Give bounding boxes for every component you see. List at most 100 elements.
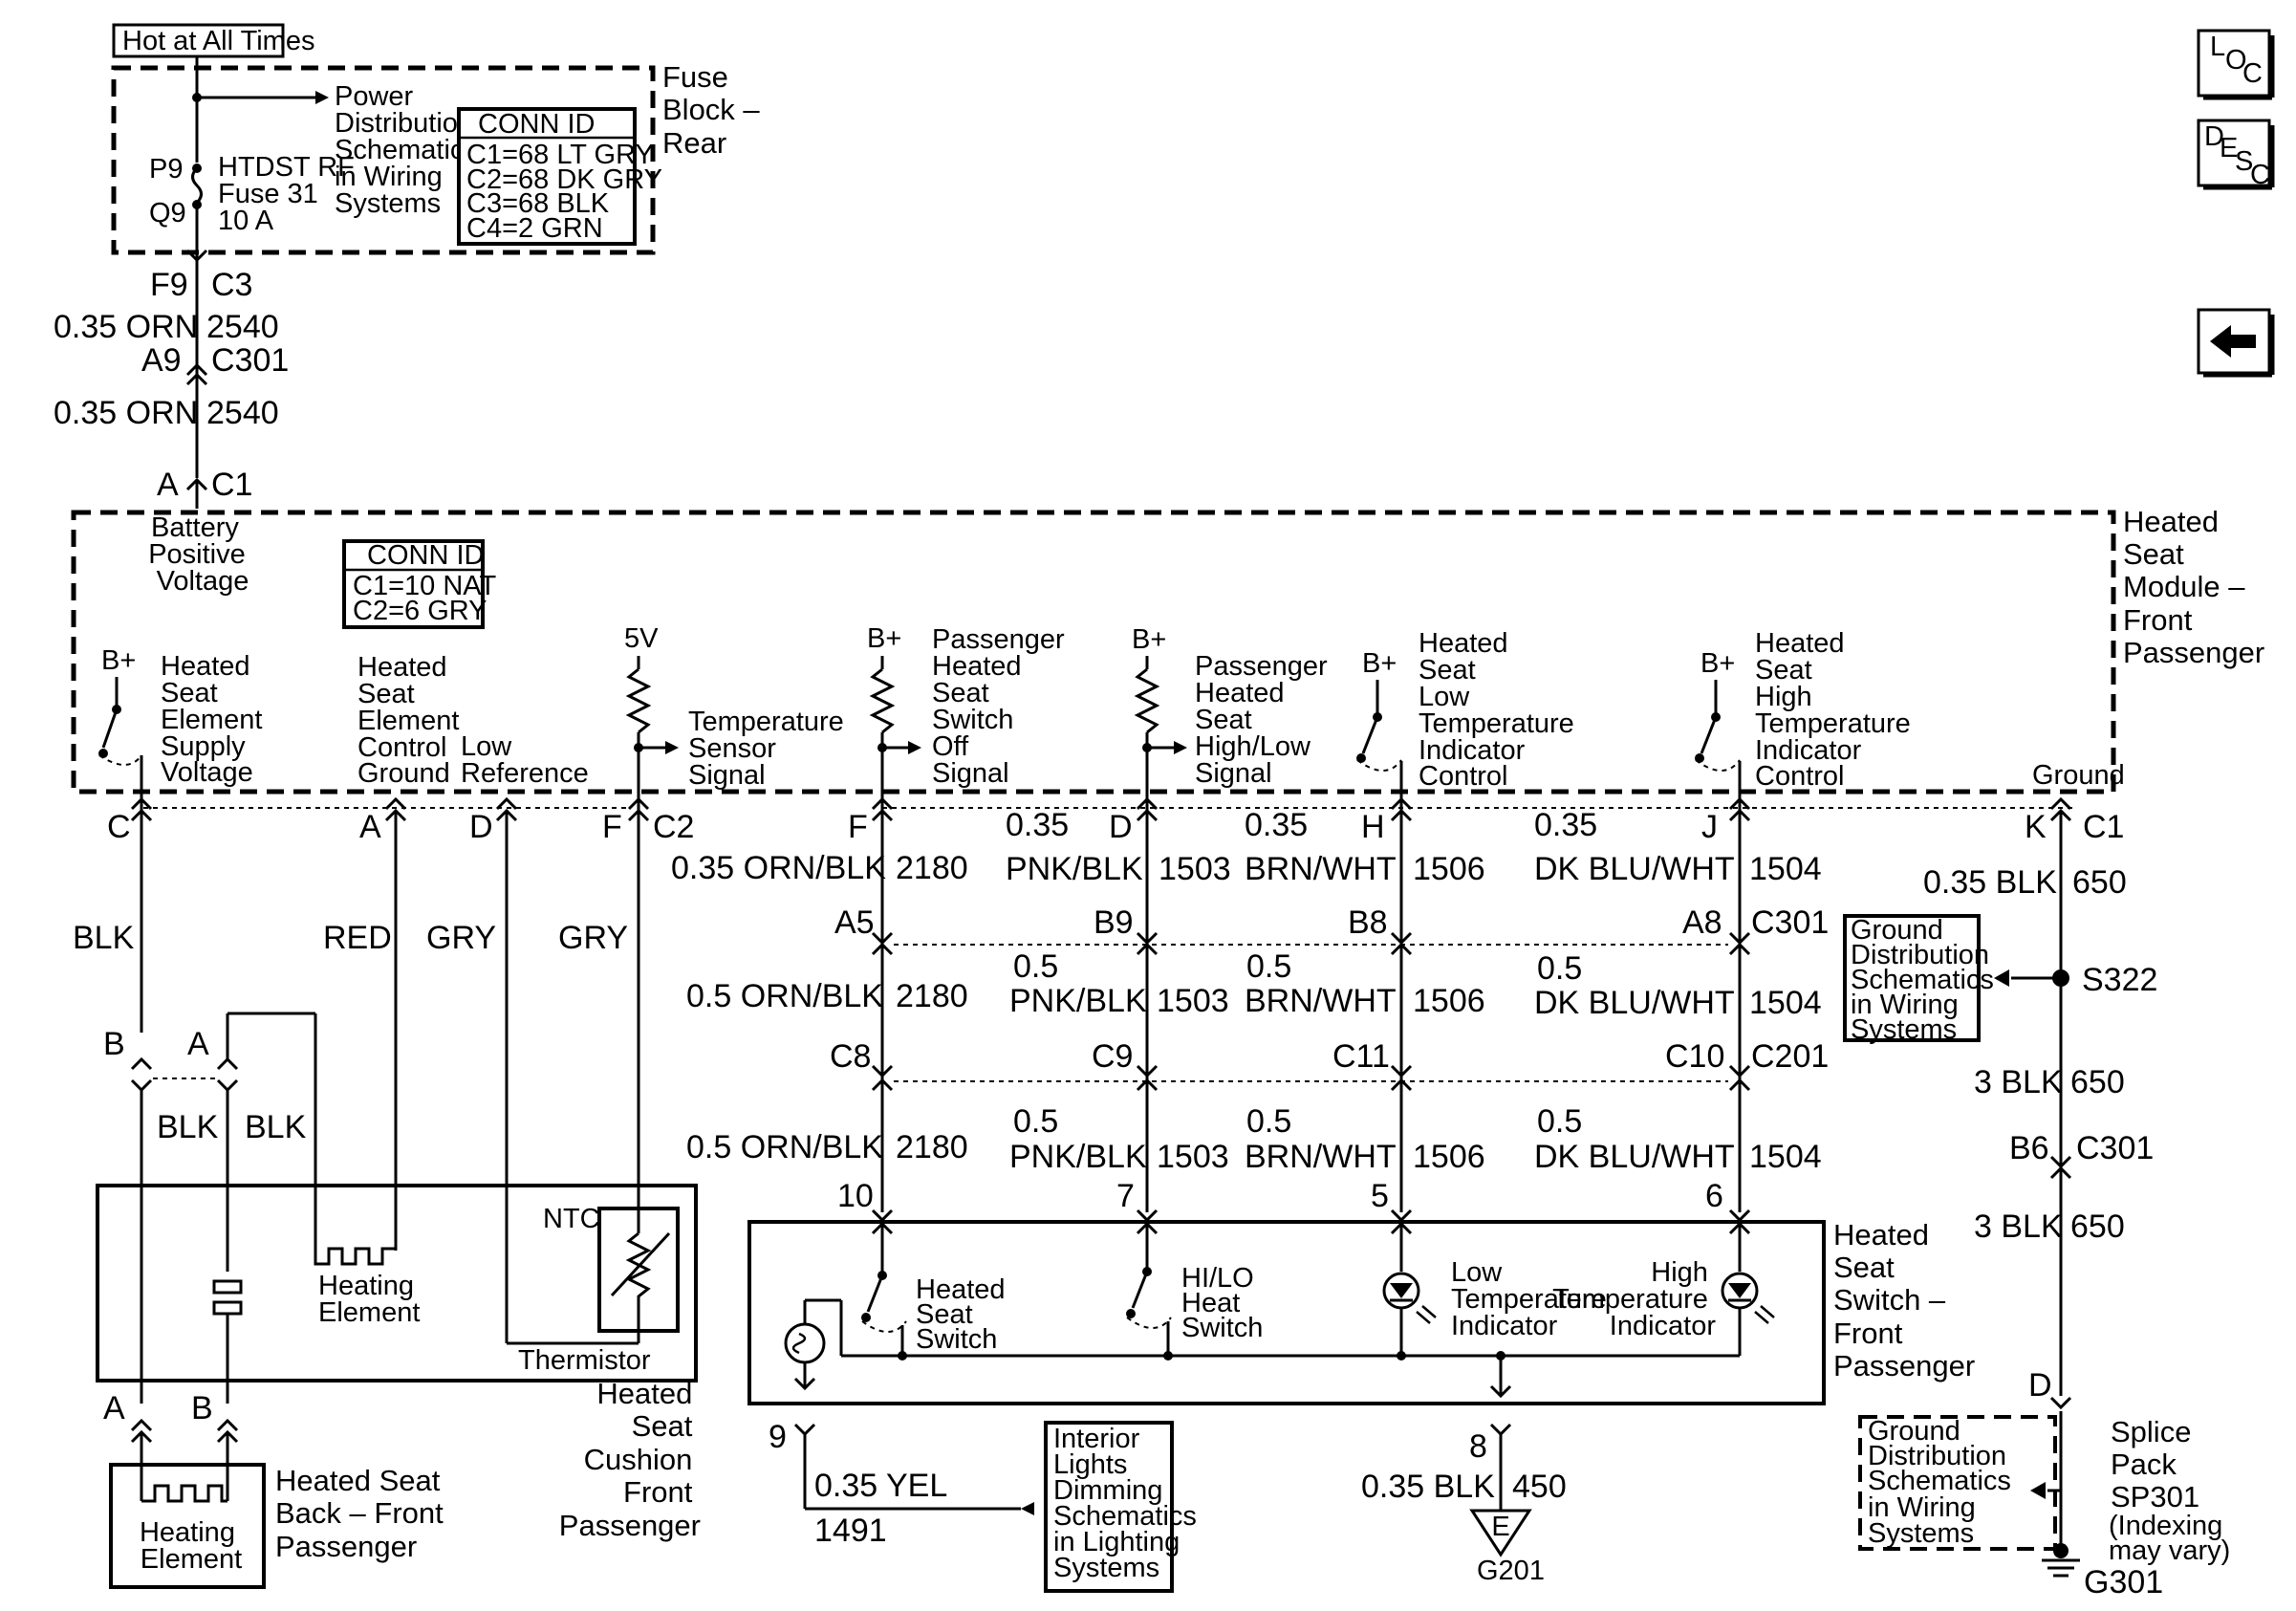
seat-connector-icon	[212, 1279, 243, 1316]
row3-gauge-brn: 0.5	[1246, 1103, 1291, 1140]
splice-pack-note: (Indexing may vary)	[2109, 1511, 2230, 1566]
splice-s322-icon	[2052, 969, 2069, 987]
high-temp-bplus: B+	[1700, 648, 1735, 679]
off-signal-label: Passenger Heated Seat Switch Off Signal	[932, 624, 1072, 789]
row1-color-dkblu: DK BLU/WHT	[1534, 851, 1735, 887]
wire-gry-label-1: GRY	[426, 920, 496, 956]
module-conn-id-title: CONN ID	[367, 540, 484, 571]
pin-b8: B8	[1348, 904, 1388, 941]
pin-8: 8	[1469, 1428, 1487, 1465]
supply-bplus: B+	[101, 645, 136, 676]
pin-6: 6	[1705, 1178, 1723, 1214]
hilo-signal-label: Passenger Heated Seat High/Low Signal	[1195, 651, 1335, 789]
row3-circuit-1506: 1506	[1413, 1139, 1485, 1175]
fuse-conn-id-box	[457, 107, 637, 246]
loc-icon[interactable]: L O C	[2197, 29, 2275, 100]
row1-circuit-1506: 1506	[1413, 851, 1485, 887]
pin-a-back: A	[103, 1390, 125, 1426]
pin-c9: C9	[1092, 1038, 1133, 1075]
power-distribution-label: Power Distribution Schematics in Wiring …	[335, 81, 486, 219]
row2-gauge-brn: 0.5	[1246, 948, 1291, 985]
pullup-resistor-icon	[869, 667, 896, 734]
blk-450-gauge: 0.35 BLK	[1361, 1469, 1495, 1505]
row1-gauge-orn: 0.35 ORN/BLK	[671, 850, 886, 886]
pin-a: A	[359, 809, 381, 845]
row3-gauge-orn: 0.5 ORN/BLK	[686, 1129, 883, 1165]
fuse-31-label: HTDST RF Fuse 31 10 A	[218, 152, 362, 236]
arrow-left-icon	[1994, 969, 2009, 987]
arrow-left-icon	[2030, 1482, 2046, 1499]
low-temp-control-label: Heated Seat Low Temperature Indicator Co…	[1419, 628, 1582, 792]
row3-gauge-dkblu: 0.5	[1537, 1103, 1582, 1140]
arrow-left-icon	[1021, 1502, 1034, 1515]
back-heating-element-icon	[141, 1484, 227, 1503]
row3-color-pnk: PNK/BLK	[1009, 1139, 1147, 1175]
module-title: Heated Seat Module – Front Passenger	[2123, 505, 2264, 669]
wire-red-label: RED	[323, 920, 392, 956]
pin-b9: B9	[1094, 904, 1134, 941]
back-arrow-icon[interactable]	[2197, 308, 2275, 378]
ground-circuit-1: 650	[2072, 864, 2127, 901]
row1-circuit-1503: 1503	[1159, 851, 1231, 887]
upper-circuit-1: 2540	[206, 309, 279, 345]
row1-gauge-dkblu: 0.35	[1534, 807, 1597, 843]
supply-voltage-label: Heated Seat Element Supply Voltage	[161, 651, 270, 788]
row3-color-dkblu: DK BLU/WHT	[1534, 1139, 1735, 1175]
off-bplus: B+	[867, 623, 901, 654]
ground-distribution-label: Ground Distribution Schematics in Wiring…	[1851, 915, 2002, 1045]
pin-h: H	[1361, 809, 1385, 845]
pin-10: 10	[837, 1178, 874, 1214]
cushion-title: Heated Seat Cushion Front Passenger	[559, 1377, 701, 1542]
temperature-sensor-label: Temperature Sensor Signal	[688, 707, 852, 791]
pin-c11: C11	[1332, 1038, 1390, 1075]
row2-color-brn: BRN/WHT	[1245, 983, 1397, 1019]
five-volt-label: 5V	[624, 623, 659, 654]
pin-5: 5	[1371, 1178, 1389, 1214]
pin-f: F	[848, 809, 868, 845]
conn-c301-upper: C301	[211, 342, 289, 379]
row1-color-brn: BRN/WHT	[1245, 851, 1397, 887]
heated-seat-cushion-box	[96, 1184, 698, 1382]
connector-c301-symbol	[185, 362, 208, 386]
fuse-block-outline	[111, 65, 656, 255]
svg-text:C: C	[2242, 58, 2263, 89]
row3-gauge-pnk: 0.5	[1013, 1103, 1058, 1140]
svg-text:S: S	[2235, 146, 2253, 177]
svg-text:D: D	[2204, 121, 2224, 152]
g301-label: G301	[2084, 1564, 2163, 1600]
svg-text:C: C	[2250, 160, 2270, 190]
row2-circuit-2180: 2180	[896, 978, 968, 1014]
pin-f-c2: F	[602, 809, 622, 845]
ntc-label: NTC	[543, 1204, 600, 1234]
pin-b6: B6	[2009, 1130, 2049, 1166]
dimmer-lamp-icon	[784, 1322, 826, 1364]
pin-c10: C10	[1665, 1038, 1724, 1075]
pin-d-c2: D	[469, 809, 493, 845]
svg-text:E: E	[2220, 133, 2238, 163]
row2-circuit-1503: 1503	[1157, 983, 1229, 1019]
fuse-symbol-icon	[191, 166, 203, 205]
pin-a8: A8	[1682, 904, 1722, 941]
thermistor-label: Thermistor	[518, 1345, 651, 1376]
blk-450-circuit: 450	[1512, 1469, 1567, 1505]
conn-c3: C3	[211, 267, 252, 303]
row1-color-pnk: PNK/BLK	[1006, 851, 1143, 887]
desc-icon[interactable]: D E S C	[2197, 119, 2275, 190]
row2-gauge-orn: 0.5 ORN/BLK	[686, 978, 883, 1014]
wire-blk-label-2: BLK	[157, 1109, 219, 1145]
pin-b-back: B	[191, 1390, 213, 1426]
upper-gauge-2: 0.35 ORN	[54, 395, 198, 431]
fuse-conn-id-list: C1=68 LT GRY C2=68 DK GRY C3=68 BLK C4=2…	[466, 140, 670, 244]
low-reference-label: Low Reference	[461, 731, 589, 789]
ground-gauge-2: 3 BLK	[1974, 1064, 2063, 1100]
module-conn-id-list: C1=10 NAT C2=6 GRY	[353, 571, 504, 626]
interior-lights-label: Interior Lights Dimming Schematics in Li…	[1053, 1424, 1204, 1583]
conn-c1-right: C1	[2083, 809, 2124, 845]
conn-c201: C201	[1751, 1038, 1829, 1075]
interior-lights-box	[1044, 1421, 1174, 1593]
pullup-resistor-icon	[1134, 667, 1160, 734]
row3-circuit-1504: 1504	[1749, 1139, 1822, 1175]
thermistor-icon	[625, 1231, 652, 1310]
pin-j: J	[1701, 809, 1718, 845]
